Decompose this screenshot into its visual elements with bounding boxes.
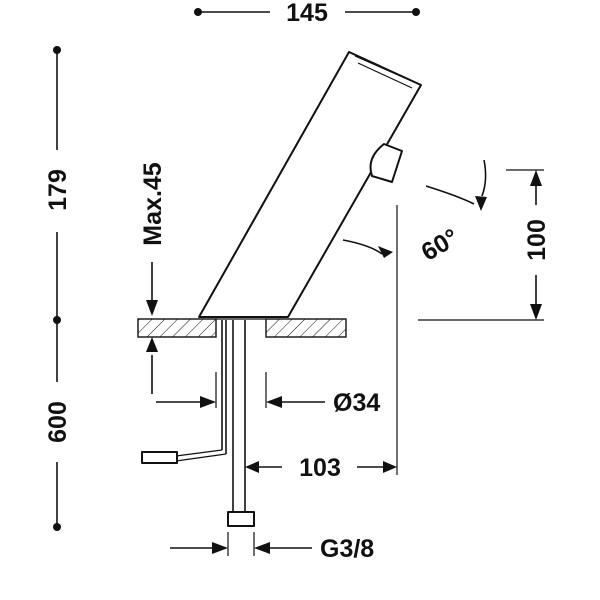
connection-value: G3/8: [320, 535, 374, 563]
countertop: [137, 318, 347, 338]
max-thickness-value: Max.45: [139, 162, 167, 245]
spout-height-value: 100: [523, 219, 551, 261]
angle-value: 60°: [417, 223, 464, 266]
supply-pipe: [227, 320, 255, 527]
sensor-window: [369, 143, 403, 183]
width-dimension-top: 145: [194, 0, 420, 27]
faucet-body: [198, 51, 422, 320]
connection-dimension: G3/8: [170, 532, 374, 563]
reach-dimension: 103: [245, 205, 398, 482]
reach-value: 103: [299, 454, 341, 482]
height-total-value: 179: [44, 169, 72, 211]
height-below-value: 600: [44, 401, 72, 443]
spout-height-dimension: 100: [418, 169, 551, 321]
max-thickness-dimension: Max.45: [139, 162, 167, 394]
width-value: 145: [286, 0, 328, 27]
height-dimension-upper: 179: [44, 46, 72, 324]
sensor-cable: [141, 320, 227, 464]
diameter-dimension: Ø34: [156, 372, 380, 417]
height-dimension-lower: 600: [44, 320, 72, 531]
diameter-value: Ø34: [333, 389, 380, 417]
